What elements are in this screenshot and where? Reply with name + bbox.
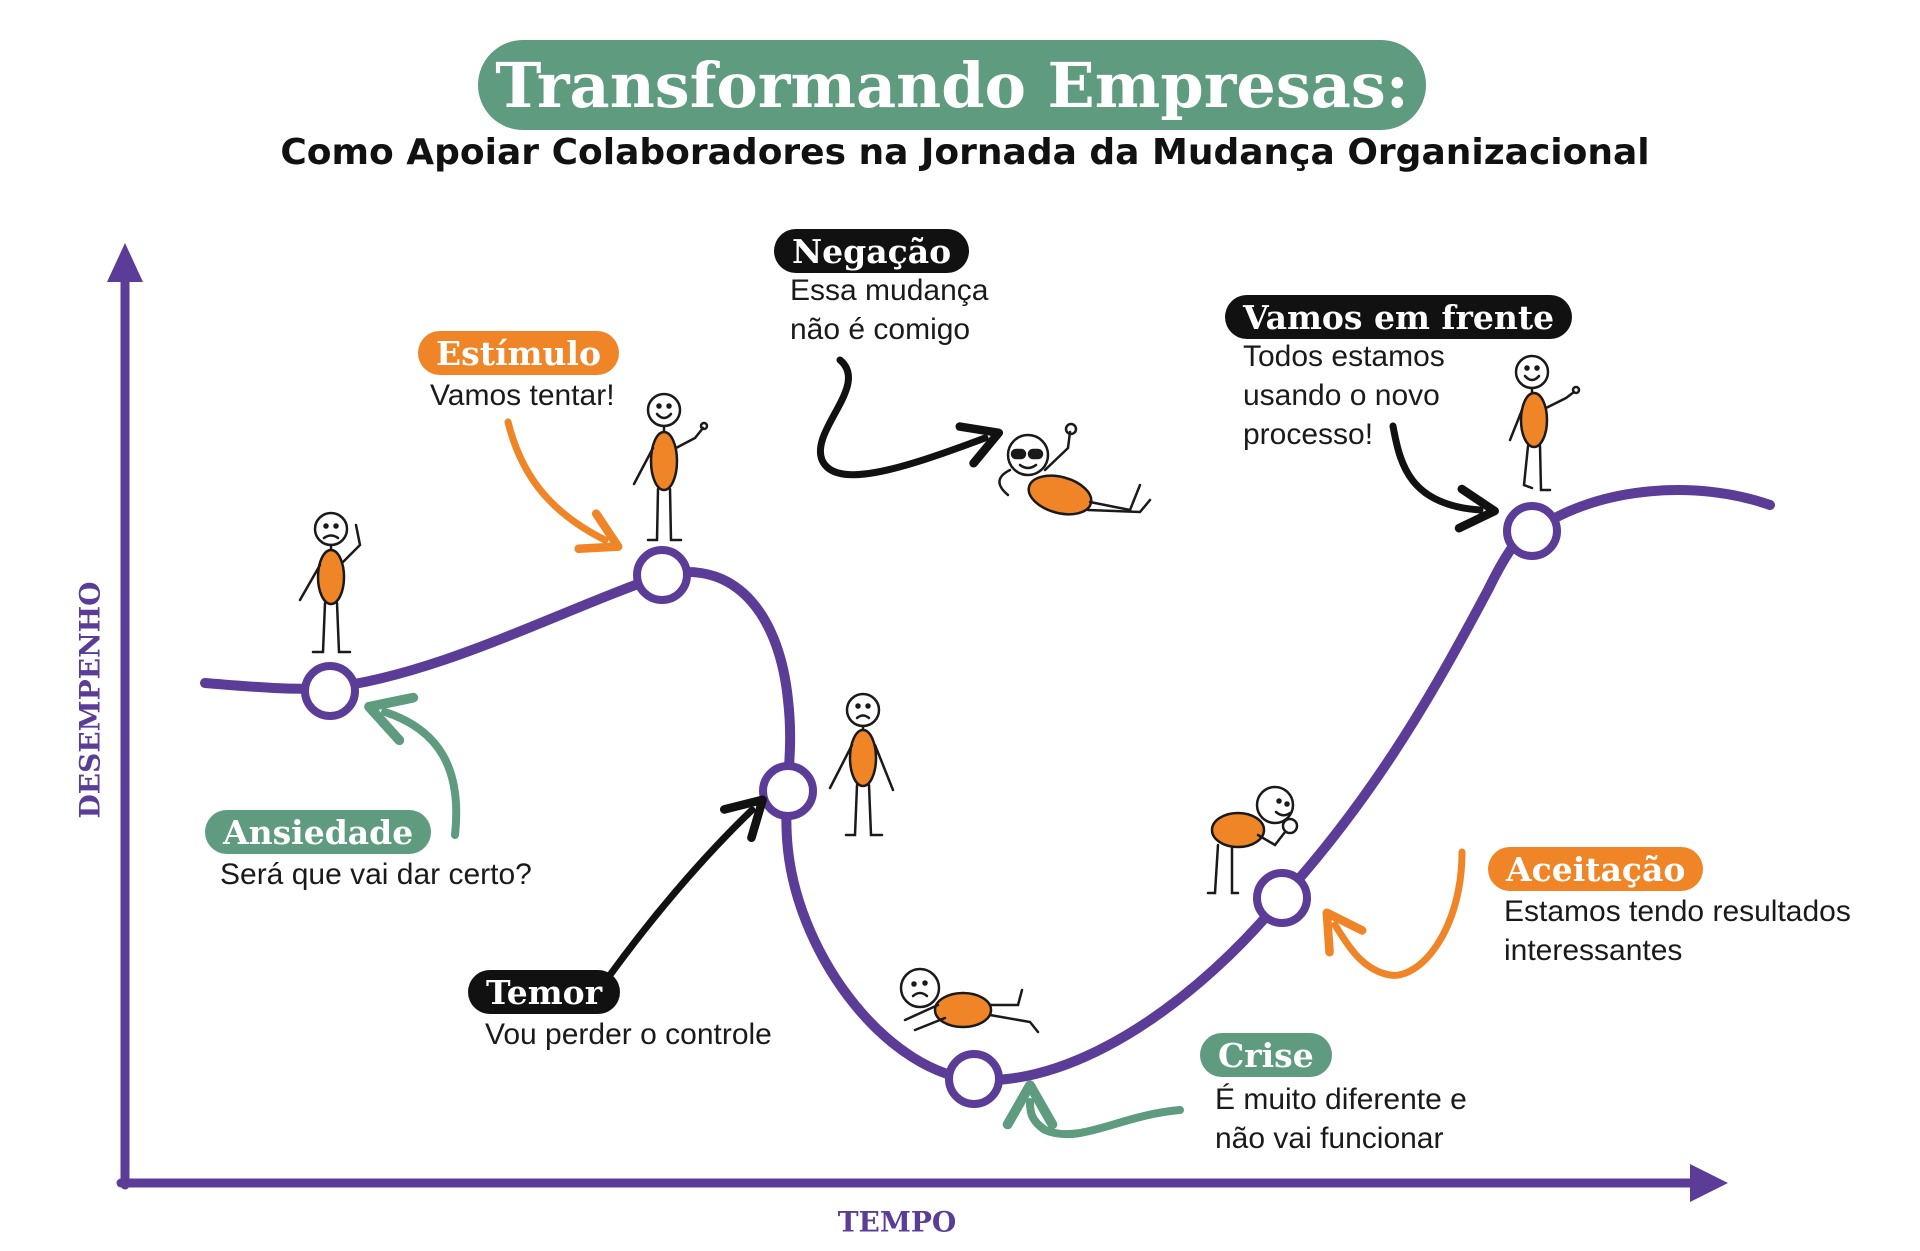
figure-estimulo-happy-waving: [632, 392, 709, 542]
node-aceitacao: [1253, 869, 1311, 927]
y-axis-label: DESEMPENHO: [73, 581, 107, 819]
arrow-temor: [606, 795, 767, 979]
node-estimulo: [633, 546, 691, 604]
title-banner: Transformando Empresas:: [478, 40, 1426, 130]
node-vamos-em-frente: [1503, 502, 1561, 560]
curve-nodes: [301, 502, 1561, 1108]
figure-aceitacao-looking-with-magnifier: [1206, 785, 1299, 895]
change-curve: [200, 485, 1775, 1086]
desc-temor: Vou perder o controle: [485, 1018, 772, 1051]
desc-vamos-em-frente: Todos estamos usando o novo processo!: [1243, 340, 1445, 451]
axes: [107, 243, 1728, 1202]
arrow-vamos-em-frente: [1389, 422, 1499, 533]
figure-crise-lying-down-sad: [899, 967, 1040, 1034]
tag-temor: Temor: [468, 970, 621, 1014]
desc-negacao: Essa mudança não é comigo: [790, 274, 989, 346]
node-crise: [945, 1050, 1003, 1108]
arrow-crise: [1002, 1080, 1184, 1139]
node-ansiedade: [301, 662, 359, 720]
tag-negacao: Negação: [774, 229, 970, 273]
node-temor: [759, 762, 817, 820]
figure-temor-sad-standing: [828, 692, 895, 837]
tag-aceitacao: Aceitação: [1488, 847, 1704, 891]
x-axis-arrowhead: [1690, 1164, 1728, 1202]
x-axis-label: TEMPO: [837, 1205, 957, 1239]
tag-crise: Crise: [1200, 1033, 1332, 1077]
figure-negacao-relaxing-sunglasses: [998, 422, 1152, 516]
tag-vamos-em-frente: Vamos em frente: [1225, 295, 1573, 339]
tag-ansiedade: Ansiedade: [205, 810, 432, 854]
desc-aceitacao: Estamos tendo resultados interessantes: [1504, 895, 1851, 967]
arrow-negacao: [816, 356, 1004, 479]
arrow-ansiedade: [364, 692, 461, 839]
desc-ansiedade: Será que vai dar certo?: [220, 858, 532, 891]
desc-crise: É muito diferente e não vai funcionar: [1215, 1083, 1467, 1155]
figure-ansiedade-worried-standing: [298, 511, 362, 654]
y-axis-arrowhead: [107, 243, 143, 282]
arrow-estimulo: [504, 418, 623, 554]
tag-estimulo: Estímulo: [418, 331, 619, 375]
figure-vamos-em-frente-happy-waving: [1508, 354, 1581, 492]
page-subtitle: Como Apoiar Colaboradores na Jornada da …: [280, 132, 1650, 173]
page-title: Transformando Empresas:: [495, 48, 1409, 122]
arrow-aceitacao: [1322, 848, 1466, 979]
pointer-arrows: [364, 356, 1499, 1139]
desc-estimulo: Vamos tentar!: [430, 379, 615, 412]
